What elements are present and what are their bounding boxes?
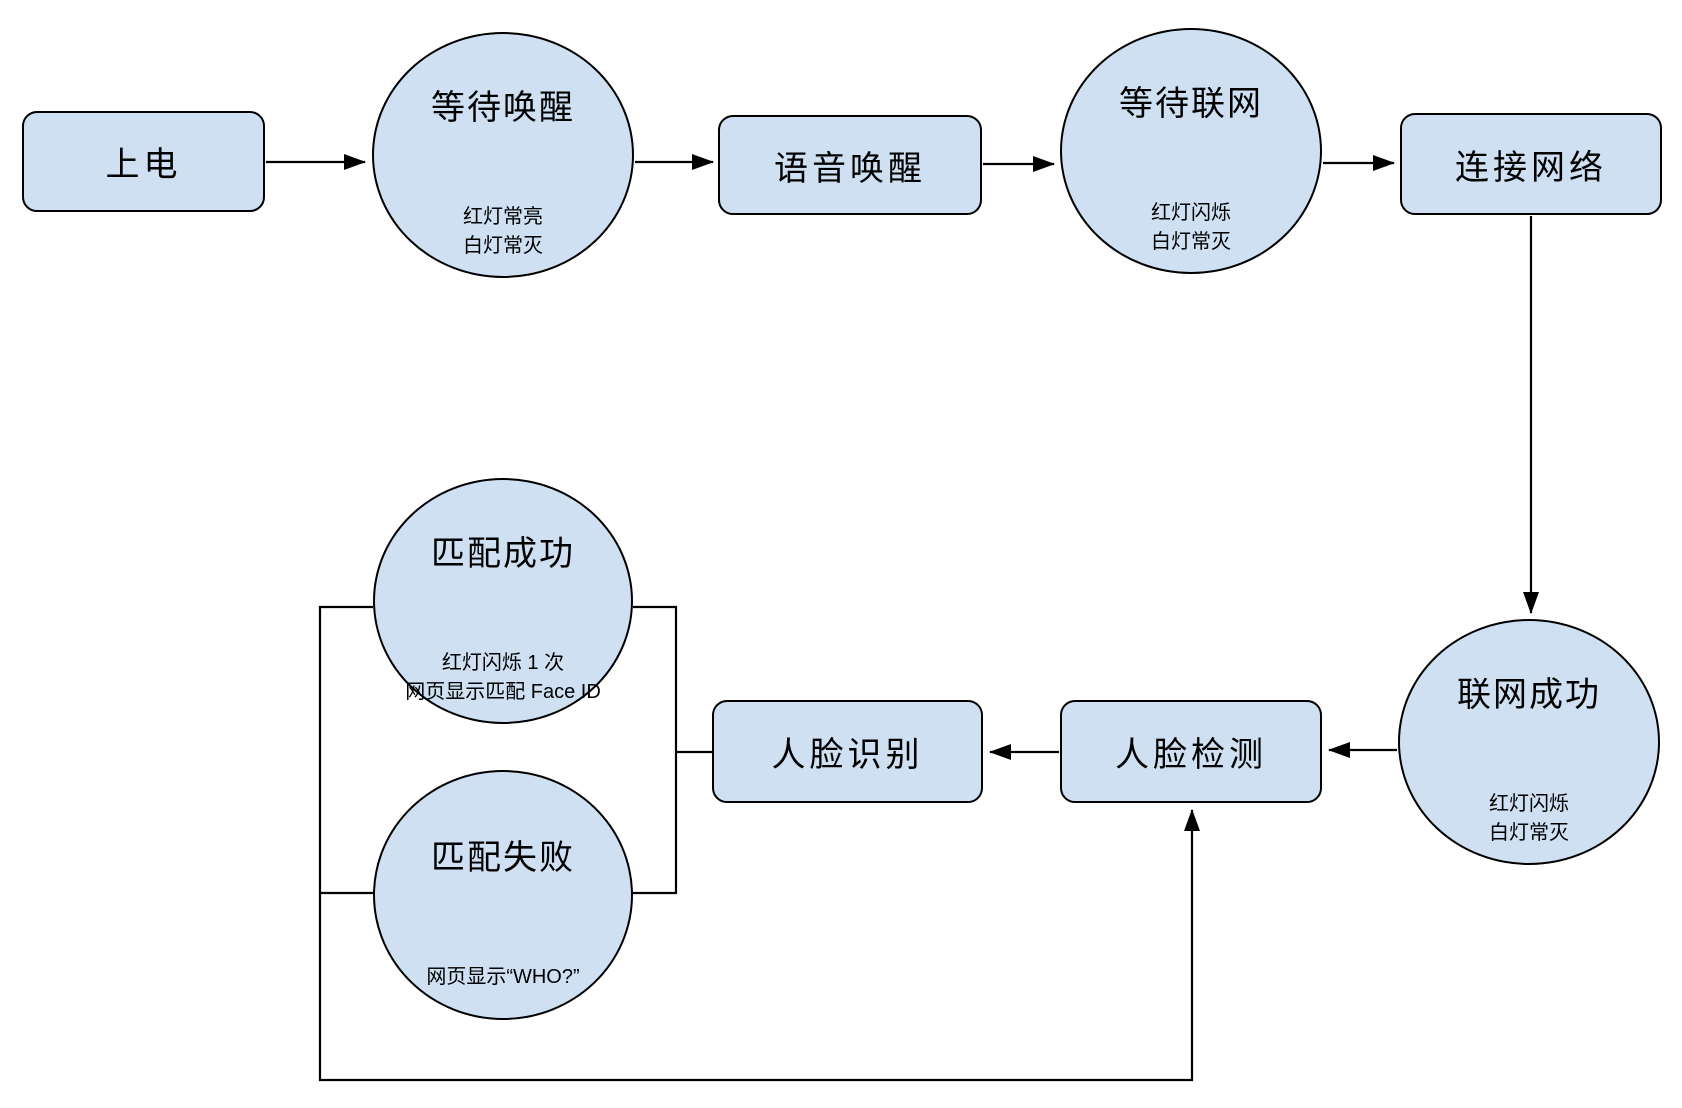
node-match-fail-notes: 网页显示“WHO?” — [426, 963, 579, 992]
node-match-success-note-2: 网页显示匹配 Face ID — [405, 681, 601, 703]
node-wait-wake-note-1: 红灯常亮 — [463, 206, 543, 228]
node-power-on: 上电 — [22, 111, 265, 212]
node-net-success-note-1: 红灯闪烁 — [1489, 793, 1569, 815]
node-match-success: 匹配成功 红灯闪烁 1 次 网页显示匹配 Face ID — [373, 478, 633, 724]
node-power-on-label: 上电 — [105, 146, 182, 184]
node-wait-net-note-2: 白灯常灭 — [1151, 231, 1231, 253]
node-match-success-notes: 红灯闪烁 1 次 网页显示匹配 Face ID — [405, 649, 601, 707]
node-wait-net-note-1: 红灯闪烁 — [1151, 202, 1231, 224]
node-match-fail: 匹配失败 网页显示“WHO?” — [373, 770, 633, 1020]
node-wait-net-title: 等待联网 — [1119, 85, 1263, 123]
node-wait-net-notes: 红灯闪烁 白灯常灭 — [1151, 199, 1231, 257]
node-wait-wake-title: 等待唤醒 — [431, 89, 575, 127]
node-wait-net: 等待联网 红灯闪烁 白灯常灭 — [1060, 28, 1322, 274]
node-match-fail-note-1: 网页显示“WHO?” — [426, 966, 580, 988]
node-wait-wake-note-2: 白灯常灭 — [463, 235, 543, 257]
node-connect-net: 连接网络 — [1400, 113, 1662, 215]
arrow-loop-back-to-facedetect — [318, 605, 1200, 1082]
node-net-success-note-2: 白灯常灭 — [1489, 822, 1569, 844]
node-net-success: 联网成功 红灯闪烁 白灯常灭 — [1398, 619, 1660, 865]
node-face-recognize: 人脸识别 — [712, 700, 983, 803]
node-match-success-note-1: 红灯闪烁 1 次 — [441, 652, 565, 674]
node-connect-net-label: 连接网络 — [1455, 148, 1607, 187]
node-wait-wake-notes: 红灯常亮 白灯常灭 — [463, 203, 543, 261]
node-face-detect-label: 人脸检测 — [1115, 736, 1267, 774]
node-net-success-notes: 红灯闪烁 白灯常灭 — [1489, 790, 1569, 848]
node-voice-wake-label: 语音唤醒 — [774, 149, 926, 188]
node-match-success-title: 匹配成功 — [431, 535, 575, 573]
node-voice-wake: 语音唤醒 — [718, 115, 982, 215]
node-wait-wake: 等待唤醒 红灯常亮 白灯常灭 — [372, 32, 634, 278]
node-match-fail-title: 匹配失败 — [431, 839, 575, 877]
bracket-right-facerecognize — [633, 605, 678, 895]
node-face-recognize-label: 人脸识别 — [771, 736, 924, 774]
node-net-success-title: 联网成功 — [1457, 676, 1601, 714]
node-face-detect: 人脸检测 — [1060, 700, 1322, 803]
